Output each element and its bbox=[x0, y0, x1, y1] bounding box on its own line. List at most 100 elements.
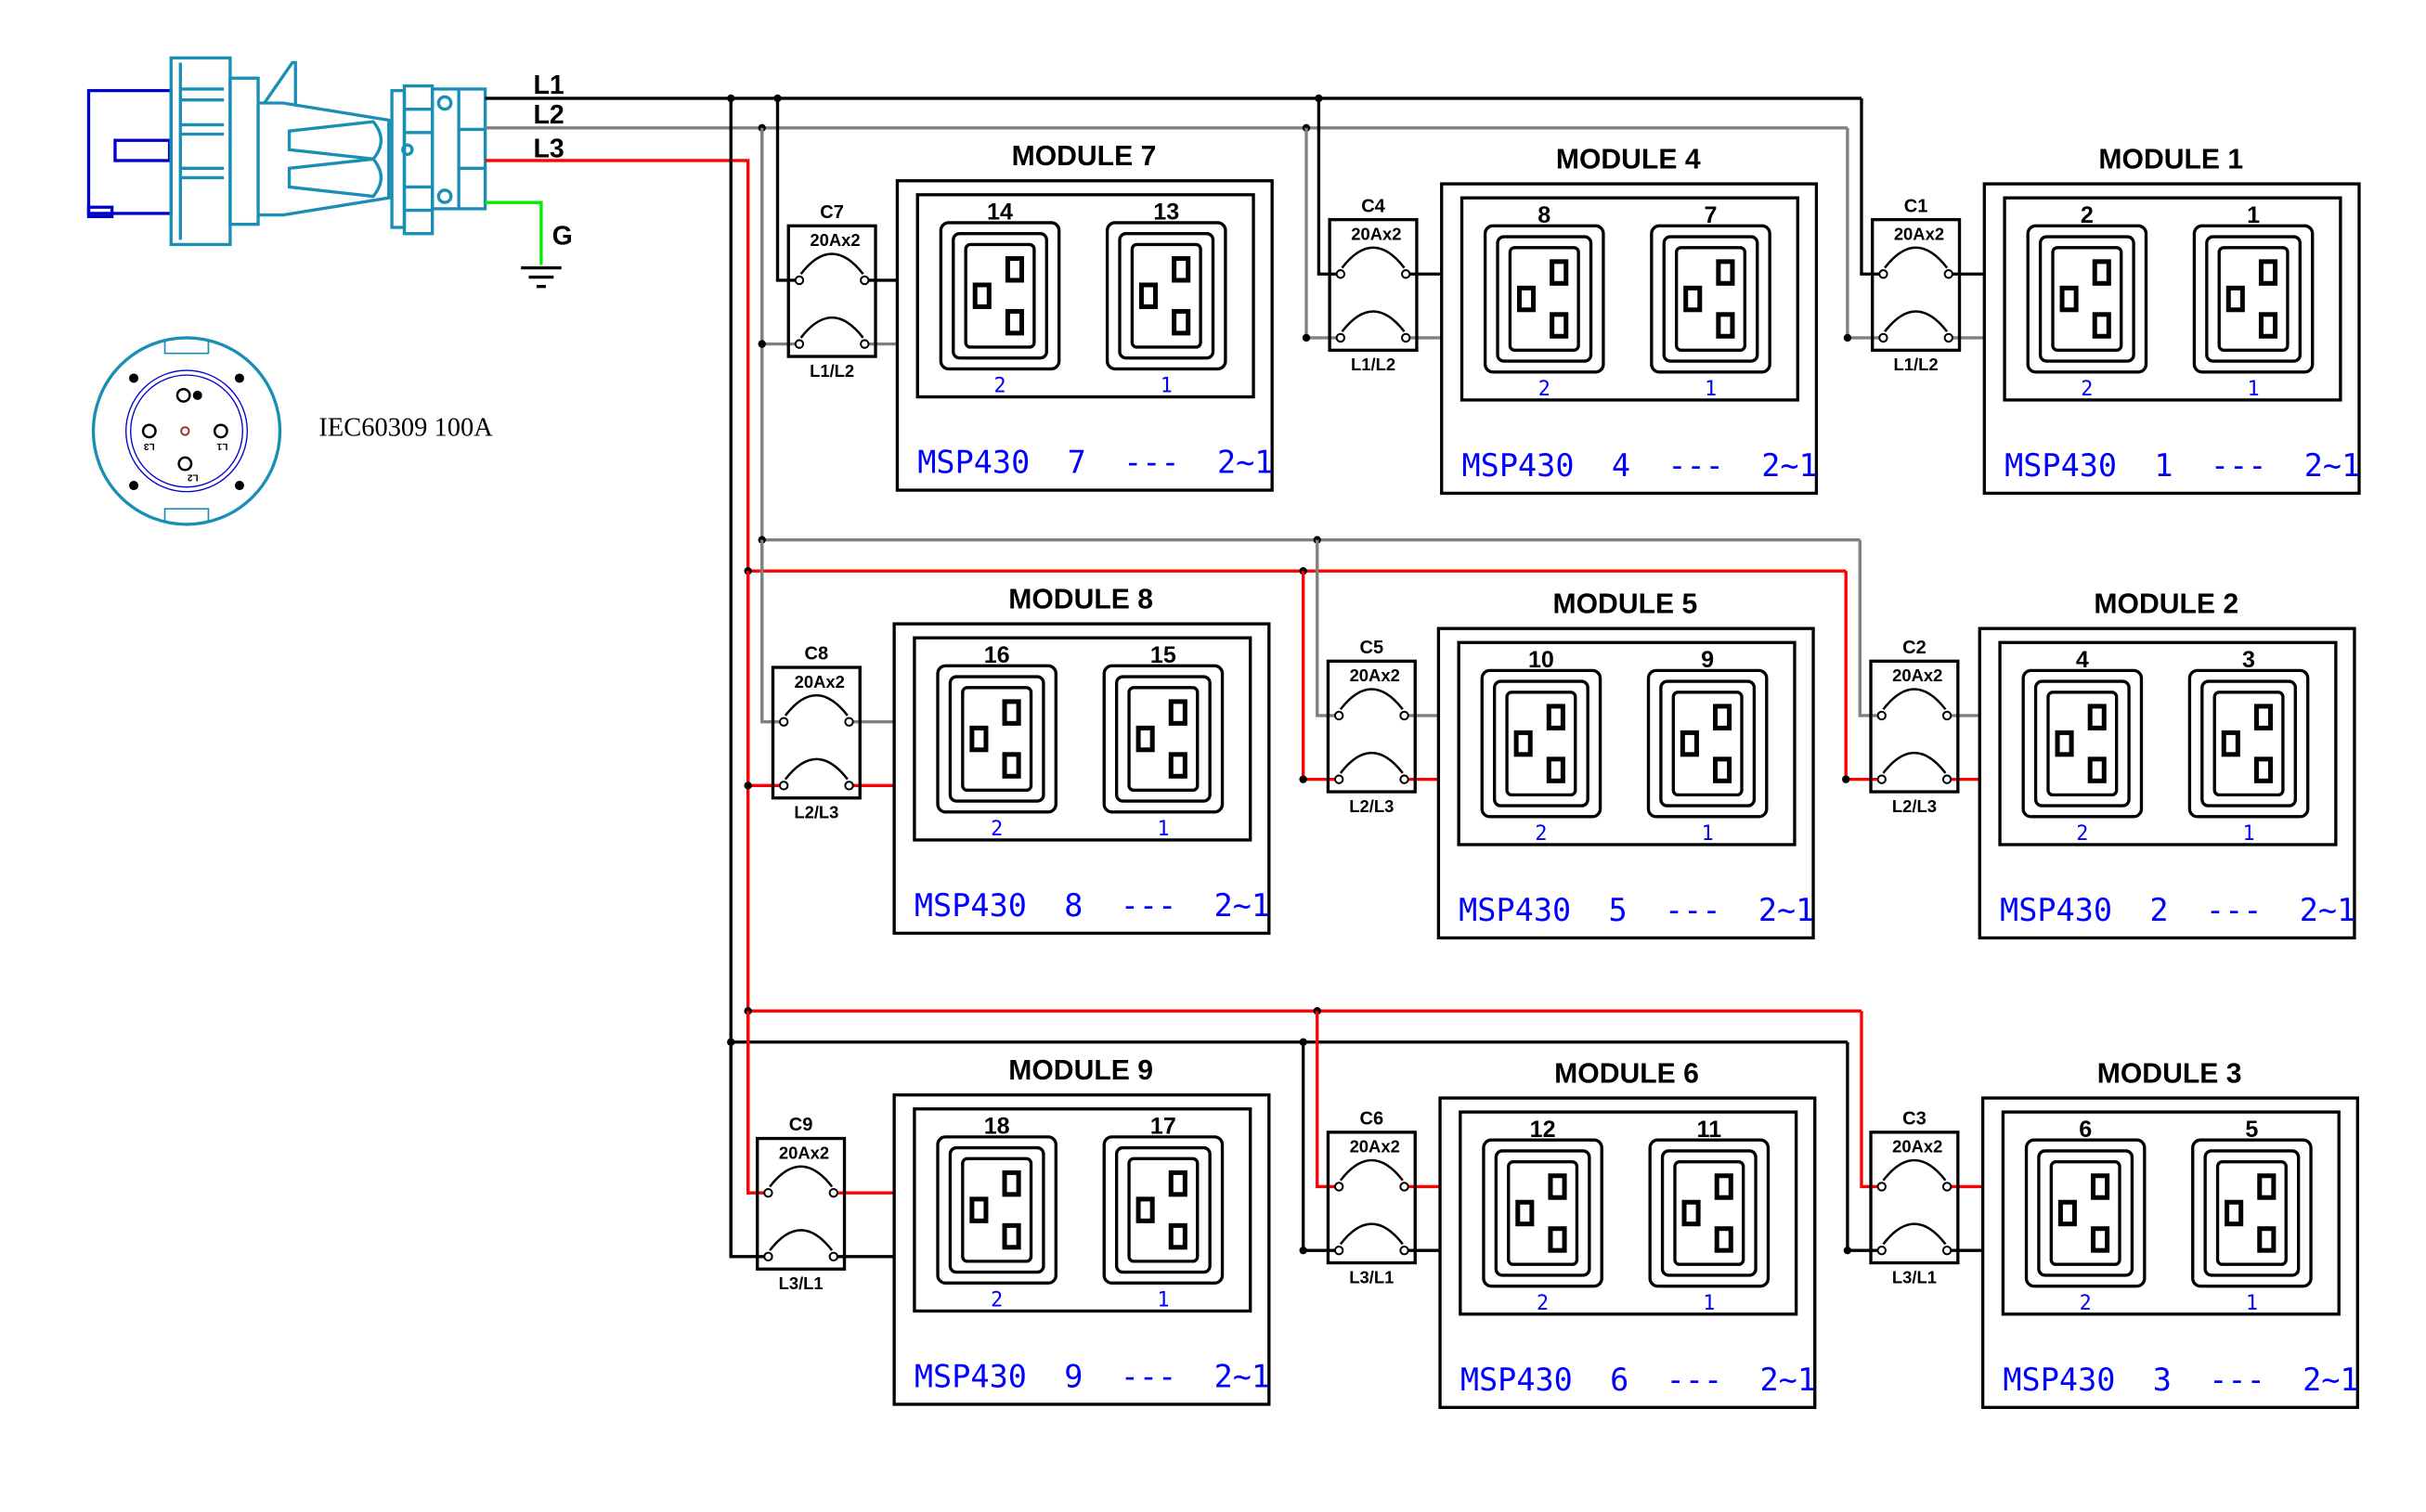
module-label: MSP430 3 --- 2~1 bbox=[2003, 1362, 2358, 1398]
bus-l3 bbox=[485, 159, 750, 1195]
breaker-contact-icon bbox=[1884, 310, 1949, 332]
terminal bbox=[828, 1187, 838, 1198]
breaker-feed-top bbox=[1316, 539, 1340, 717]
module-box bbox=[892, 622, 1271, 936]
outlet-pin bbox=[2091, 1226, 2110, 1253]
outlet-pin bbox=[2091, 1173, 2110, 1200]
module-title: MODULE 2 bbox=[2094, 588, 2238, 619]
breaker-feed-top bbox=[746, 1011, 769, 1195]
port-number: 1 bbox=[2242, 822, 2254, 846]
outlet-frame bbox=[1662, 235, 1759, 363]
outlet-face bbox=[2215, 1160, 2288, 1266]
breaker-contact-icon bbox=[769, 1229, 834, 1251]
outlet-frame bbox=[2203, 1149, 2301, 1277]
outlet-pin bbox=[969, 725, 989, 753]
port-number: 2 bbox=[1537, 1292, 1549, 1315]
terminal bbox=[1401, 332, 1411, 343]
outlet-face bbox=[1507, 1160, 1579, 1266]
face-pin-l2: L2 bbox=[187, 472, 198, 482]
outlet-face bbox=[1127, 686, 1200, 793]
outlet-panel bbox=[2003, 196, 2342, 402]
breaker-rating: 20Ax2 bbox=[1350, 666, 1400, 685]
breaker-feed-bottom bbox=[1846, 127, 1884, 340]
breaker-phases: L1/L2 bbox=[1351, 355, 1395, 374]
breaker-feed-bottom bbox=[1301, 571, 1340, 782]
module-box bbox=[1440, 182, 1819, 496]
outlet-face bbox=[1127, 1157, 1200, 1263]
module-box bbox=[1436, 627, 1815, 940]
breaker-feed-top bbox=[1316, 1011, 1340, 1189]
breaker-box bbox=[1326, 659, 1417, 794]
module-label: MSP430 9 --- 2~1 bbox=[915, 1359, 1270, 1395]
terminal bbox=[1943, 269, 1953, 279]
module-box bbox=[1980, 1096, 2359, 1409]
port-number: 1 bbox=[1161, 375, 1173, 398]
breaker-contact-icon bbox=[1882, 751, 1947, 774]
breaker-feed-bottom bbox=[1846, 1041, 1882, 1252]
c13-outlet-icon bbox=[1102, 1135, 1225, 1286]
junction-dot bbox=[1299, 775, 1307, 783]
terminal bbox=[844, 781, 854, 791]
outlet-number: 16 bbox=[984, 642, 1010, 668]
port-number: 1 bbox=[1705, 378, 1717, 401]
outlet-frame bbox=[948, 675, 1045, 803]
junction-dot bbox=[758, 340, 766, 348]
breaker-rating: 20Ax2 bbox=[1350, 1137, 1400, 1157]
outlet-number: 4 bbox=[2076, 647, 2089, 673]
breaker-name: C6 bbox=[1360, 1108, 1384, 1129]
c13-outlet-icon bbox=[2024, 1138, 2147, 1288]
c13-outlet-icon bbox=[939, 221, 1061, 371]
breaker-box bbox=[1871, 217, 1962, 352]
breaker-box bbox=[786, 224, 877, 358]
module-title: MODULE 6 bbox=[1554, 1058, 1699, 1089]
module-label: MSP430 8 --- 2~1 bbox=[915, 887, 1270, 924]
breaker-contact-icon bbox=[1341, 246, 1406, 269]
port-number: 2 bbox=[993, 375, 1005, 398]
outlet-panel bbox=[2001, 1110, 2341, 1316]
outlet-face bbox=[2217, 246, 2290, 352]
breaker-contact-icon bbox=[784, 693, 849, 717]
module-label: MSP430 2 --- 2~1 bbox=[2000, 892, 2355, 928]
terminal bbox=[1399, 1245, 1409, 1256]
breaker-rating: 20Ax2 bbox=[810, 230, 860, 250]
port-number: 2 bbox=[2076, 822, 2088, 846]
outlet-face bbox=[2212, 691, 2285, 797]
outlet-pin bbox=[1515, 1199, 1535, 1227]
breaker-feed-bottom bbox=[1301, 1041, 1340, 1252]
port-number: 2 bbox=[1538, 378, 1550, 401]
outlet-frame bbox=[2200, 679, 2297, 808]
breaker-box bbox=[771, 666, 862, 800]
outlet-pin bbox=[2059, 285, 2079, 313]
outlet-number: 8 bbox=[1537, 202, 1550, 228]
port-number: 1 bbox=[2246, 1292, 2258, 1315]
junction-dot bbox=[1299, 1246, 1307, 1255]
breaker-name: C7 bbox=[820, 202, 844, 223]
outlet-pin bbox=[969, 1196, 989, 1223]
socket-face-icon bbox=[91, 336, 282, 526]
outlet-number: 14 bbox=[987, 200, 1013, 226]
outlet-pin bbox=[1546, 704, 1565, 730]
terminal bbox=[1399, 774, 1409, 784]
outlet-pin bbox=[1680, 730, 1699, 757]
junction-dot bbox=[1843, 1246, 1852, 1255]
outlet-panel bbox=[1457, 640, 1797, 846]
terminal bbox=[1878, 332, 1888, 343]
module-box bbox=[1978, 627, 2356, 940]
breaker-contact-icon bbox=[769, 1165, 834, 1188]
terminal bbox=[828, 1251, 838, 1262]
outlet-pin bbox=[1550, 312, 1569, 339]
outlet-face bbox=[2051, 246, 2123, 352]
outlet-pin bbox=[2257, 1173, 2277, 1200]
breaker-name: C3 bbox=[1902, 1108, 1927, 1129]
outlet-pin bbox=[2087, 756, 2107, 783]
breaker-contact-icon bbox=[1339, 1222, 1404, 1246]
outlet-number: 12 bbox=[1530, 1117, 1556, 1143]
module-title: MODULE 8 bbox=[1008, 584, 1153, 614]
breaker-feed-top bbox=[775, 97, 799, 282]
outlet-number: 10 bbox=[1528, 647, 1554, 673]
outlet-pin bbox=[2225, 285, 2245, 313]
terminal bbox=[1333, 710, 1344, 721]
